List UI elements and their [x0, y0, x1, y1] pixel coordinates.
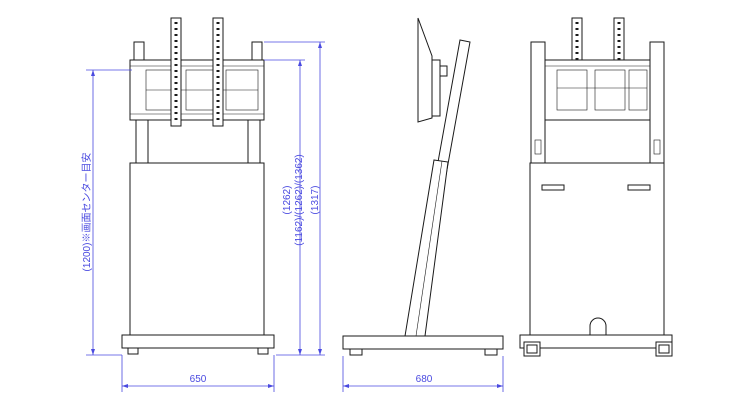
vesa-adjust-hole	[216, 64, 220, 66]
vesa-adjust-hole	[216, 22, 220, 24]
vesa-adjust-hole	[174, 82, 178, 84]
vesa-adjust-hole	[216, 118, 220, 120]
rear-handle-right	[627, 184, 651, 191]
total-height-label: (1317)	[310, 186, 321, 215]
vesa-adjust-hole	[174, 34, 178, 36]
vesa-adjust-hole	[174, 46, 178, 48]
center-height-label: (1200)※画面センター目安	[80, 153, 93, 272]
vesa-adjust-hole	[174, 106, 178, 108]
vesa-adjust-hole	[174, 88, 178, 90]
vesa-adjust-hole	[174, 28, 178, 30]
vesa-adjust-hole	[575, 46, 579, 48]
vesa-adjust-hole	[216, 76, 220, 78]
vesa-adjust-hole	[174, 40, 178, 42]
vesa-adjust-hole	[174, 64, 178, 66]
vesa-adjust-hole	[617, 40, 621, 42]
vesa-adjust-hole	[617, 34, 621, 36]
height-option-label-1: (1162)/(1262)/(1362)	[294, 154, 305, 246]
front-view	[121, 17, 275, 355]
vesa-adjust-hole	[216, 40, 220, 42]
vesa-adjust-hole	[174, 76, 178, 78]
front-base	[121, 334, 275, 349]
rear-cable-cutout	[589, 317, 607, 335]
rear-cabinet	[529, 162, 665, 336]
vesa-adjust-hole	[575, 22, 579, 24]
front-caster-right	[257, 347, 269, 355]
vesa-adjust-hole	[617, 46, 621, 48]
rear-base	[519, 334, 673, 349]
vesa-adjust-hole	[575, 28, 579, 30]
vesa-adjust-hole	[575, 34, 579, 36]
vesa-adjust-hole	[174, 112, 178, 114]
vesa-adjust-hole	[216, 46, 220, 48]
vesa-adjust-hole	[174, 100, 178, 102]
vesa-adjust-hole	[216, 106, 220, 108]
front-dimensions: 650 (1200)※画面センター目安 (1162)/(1262)/(1362)…	[80, 41, 325, 392]
vesa-adjust-hole	[617, 58, 621, 60]
vesa-adjust-hole	[575, 52, 579, 54]
vesa-adjust-hole	[216, 88, 220, 90]
front-cabinet	[129, 162, 265, 336]
vesa-adjust-hole	[216, 52, 220, 54]
vesa-adjust-hole	[617, 28, 621, 30]
side-mast	[435, 39, 471, 176]
vesa-adjust-hole	[575, 58, 579, 60]
side-display-panel	[417, 17, 433, 123]
vesa-adjust-hole	[216, 34, 220, 36]
side-depth-label: 680	[416, 374, 433, 385]
vesa-adjust-hole	[174, 118, 178, 120]
vesa-adjust-hole	[174, 52, 178, 54]
vesa-adjust-hole	[617, 22, 621, 24]
vesa-adjust-hole	[216, 82, 220, 84]
front-width-label: 650	[190, 374, 207, 385]
vesa-adjust-hole	[216, 70, 220, 72]
side-caster-right	[484, 348, 498, 356]
side-caster-left	[349, 348, 363, 356]
front-caster-left	[127, 347, 139, 355]
side-lower-column	[404, 159, 449, 337]
side-dimensions: 680	[342, 356, 504, 392]
vesa-adjust-hole	[216, 100, 220, 102]
side-view	[342, 17, 504, 356]
rear-mount-plate	[544, 59, 651, 121]
side-base	[342, 335, 504, 350]
vesa-adjust-hole	[617, 52, 621, 54]
vesa-adjust-hole	[174, 70, 178, 72]
vesa-adjust-hole	[216, 94, 220, 96]
vesa-adjust-hole	[216, 58, 220, 60]
vesa-adjust-hole	[216, 112, 220, 114]
rear-handle-left	[541, 184, 565, 191]
rear-view	[519, 17, 673, 357]
vesa-adjust-hole	[174, 58, 178, 60]
vesa-adjust-hole	[174, 22, 178, 24]
vesa-adjust-hole	[174, 94, 178, 96]
vesa-adjust-hole	[216, 28, 220, 30]
height-option-label-2: (1262)	[282, 186, 293, 215]
vesa-adjust-hole	[575, 40, 579, 42]
